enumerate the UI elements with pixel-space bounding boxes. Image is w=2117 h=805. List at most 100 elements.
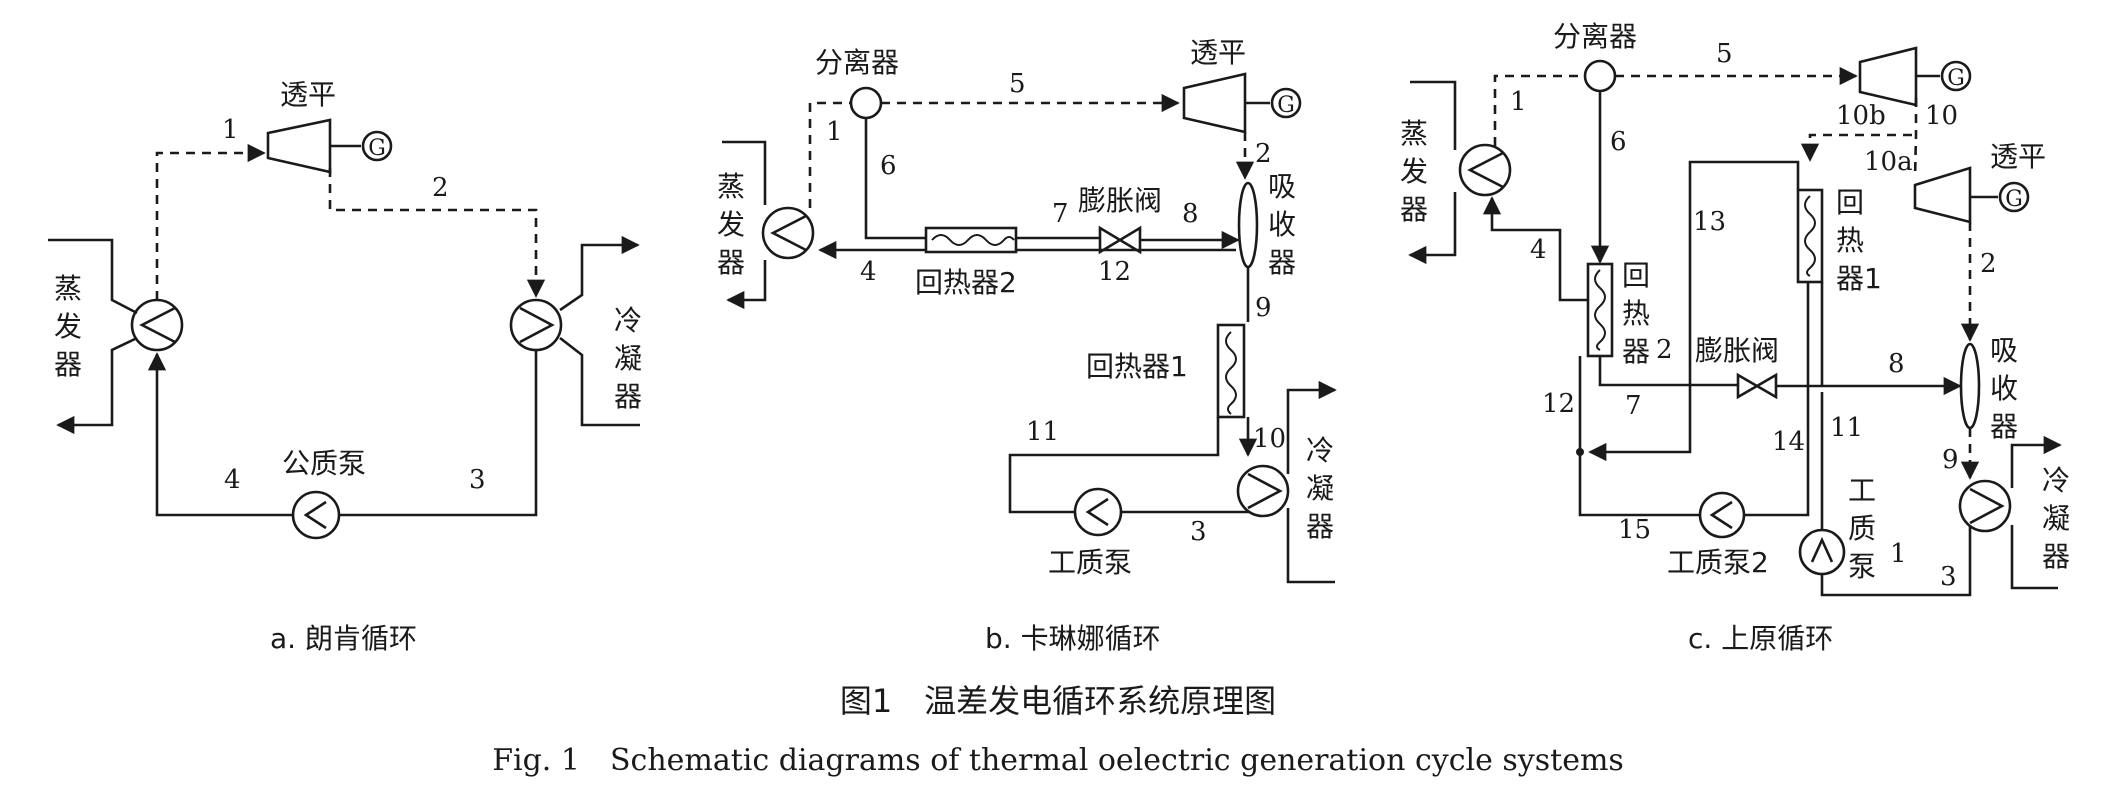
figure-title-cn: 图1 温差发电循环系统原理图 [840,682,1276,720]
separator-b [849,86,883,120]
valve-label: 膨胀阀 [1695,334,1779,367]
pump-2-c [1698,491,1746,539]
state-7: 7 [1052,199,1069,229]
state-10a: 10a [1864,147,1913,177]
state-12: 12 [1098,257,1131,287]
absorber-char-2: 收 [1268,208,1296,241]
state-14: 14 [1772,427,1805,457]
turbine-label: 透平 [280,78,336,111]
state-3: 3 [1940,562,1957,592]
separator-label: 分离器 [815,46,899,79]
generator-label: G [1277,93,1295,118]
state-3: 3 [1190,517,1207,547]
state-11: 11 [1830,413,1863,443]
regenerator-2-c [1586,262,1614,358]
condenser-c [1958,479,2012,533]
pump-a [291,490,341,540]
turbine-label: 透平 [1190,36,1246,69]
state-6: 6 [880,151,897,181]
pump-label: 公质泵 [282,447,366,480]
state-4: 4 [1530,235,1547,265]
evaporator-b [761,206,815,260]
separator-label: 分离器 [1553,20,1637,53]
state-2: 2 [432,173,449,203]
state-1b: 1 [1890,539,1907,569]
evaporator-char-3: 器 [1400,193,1428,226]
caption-b: b. 卡琳娜循环 [985,622,1161,655]
regenerator-2-char-2: 热 [1622,297,1650,330]
regenerator-1-char-3: 器1 [1836,262,1882,295]
pump-1-char-3: 泵 [1848,550,1876,583]
condenser-char-1: 冷 [614,304,642,337]
condenser-char-2: 凝 [2042,502,2070,535]
state-2: 2 [1656,335,1673,365]
evaporator-a [130,298,184,352]
state-1: 1 [826,117,843,147]
panel-c-uehara: 分离器 G G 透平 蒸 发 器 1 5 6 [1400,20,2070,655]
turbine-label: 透平 [1990,140,2046,173]
absorber-b [1237,181,1259,269]
state-10: 10 [1253,424,1286,454]
state-2: 2 [1255,139,1272,169]
condenser-char-3: 器 [614,380,642,413]
expansion-valve-c [1736,372,1778,400]
absorber-char-1: 吸 [1268,170,1296,203]
state-13: 13 [1693,207,1726,237]
condenser-char-2: 凝 [614,342,642,375]
condenser-char-3: 器 [1306,510,1334,543]
turbine-b: G [1182,72,1302,134]
expansion-valve-b [1098,225,1142,255]
evaporator-c [1458,143,1512,197]
state-6: 6 [1610,127,1627,157]
evaporator-char-2: 发 [54,310,82,343]
junction-dot [1576,448,1584,456]
generator-label: G [1947,66,1965,91]
absorber-char-1: 吸 [1990,334,2018,367]
state-10: 10 [1925,101,1958,131]
regenerator-1-b [1216,323,1246,419]
regenerator-2-char-1: 回 [1622,259,1650,292]
regenerator-1-c [1796,188,1824,284]
state-5: 5 [1716,39,1733,69]
condenser-char-1: 冷 [1306,434,1334,467]
state-1: 1 [222,115,239,145]
caption-c: c. 上原循环 [1688,622,1833,655]
condenser-a [509,298,563,352]
generator-label: G [2005,187,2023,212]
state-3: 3 [469,465,486,495]
evaporator-char-1: 蒸 [54,272,82,305]
condenser-char-3: 器 [2042,540,2070,573]
pump-label: 工质泵 [1048,546,1132,579]
condenser-char-1: 冷 [2042,464,2070,497]
absorber-char-3: 器 [1268,246,1296,279]
pump-2-label: 工质泵2 [1667,546,1769,579]
caption-a: a. 朗肯循环 [270,622,417,655]
regenerator-1-char-2: 热 [1836,224,1864,257]
panel-a-rankine: G 透平 蒸 发 器 冷 凝 器 公质泵 1 [48,78,642,655]
state-8: 8 [1888,349,1905,379]
regenerator-1-char-1: 回 [1836,186,1864,219]
state-12: 12 [1542,389,1575,419]
absorber-char-2: 收 [1990,372,2018,405]
pump-1-char-1: 工 [1848,474,1876,507]
state-9: 9 [1255,293,1272,323]
state-11: 11 [1026,417,1059,447]
absorber-c [1959,342,1981,430]
turbine-c-2: G [1913,166,2030,224]
state-9: 9 [1942,445,1959,475]
separator-c [1583,59,1617,93]
generator-label: G [368,136,386,161]
absorber-char-3: 器 [1990,410,2018,443]
state-7: 7 [1625,391,1642,421]
state-8: 8 [1182,199,1199,229]
valve-label: 膨胀阀 [1078,184,1162,217]
evaporator-char-1: 蒸 [717,170,745,203]
regenerator-1-label: 回热器1 [1086,350,1188,383]
state-1: 1 [1510,87,1527,117]
evaporator-char-1: 蒸 [1400,117,1428,150]
turbine-a: G [266,118,393,174]
figure-title-en: Fig. 1 Schematic diagrams of thermal oel… [492,743,1624,778]
state-15: 15 [1618,515,1651,545]
state-4: 4 [224,465,241,495]
